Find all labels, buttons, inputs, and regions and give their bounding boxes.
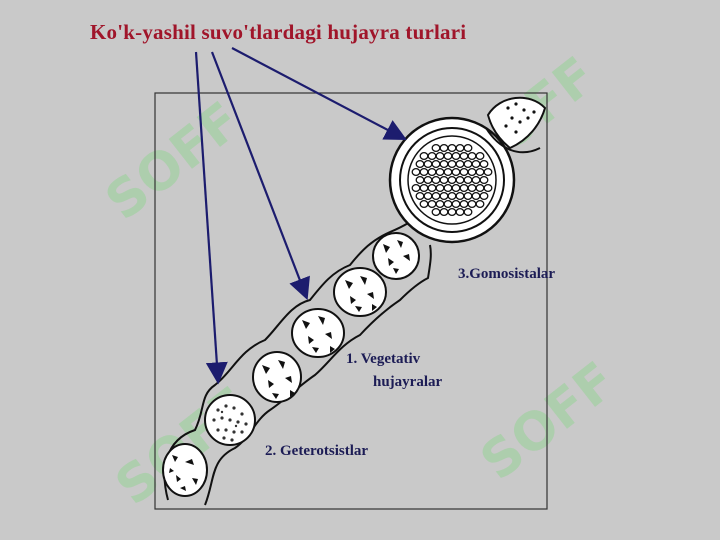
granule <box>471 191 481 201</box>
hormocyst-granules <box>411 143 493 217</box>
granule <box>463 159 473 169</box>
vegetative-cell <box>372 232 420 280</box>
vegetative-cell <box>291 308 345 358</box>
granule <box>467 151 477 161</box>
granule <box>483 183 493 193</box>
granule <box>439 191 449 201</box>
granule <box>443 151 453 161</box>
granule <box>455 159 465 169</box>
granule <box>443 199 453 209</box>
granule <box>435 151 445 161</box>
granule <box>411 167 421 177</box>
granule <box>411 183 421 193</box>
granule <box>447 175 457 185</box>
granule <box>451 167 461 177</box>
granule <box>459 199 469 209</box>
granule <box>451 151 461 161</box>
granule <box>423 175 433 185</box>
granule <box>463 143 473 153</box>
granule <box>467 183 477 193</box>
granule <box>475 199 485 209</box>
slide-title: Ko'k-yashil suvo'tlardagi hujayra turlar… <box>90 20 467 44</box>
arrow-to-vegetative <box>210 51 310 301</box>
granule <box>475 151 485 161</box>
granule <box>435 199 445 209</box>
granule <box>455 143 465 153</box>
vegetative-cell <box>333 267 387 317</box>
granule <box>435 167 445 177</box>
granule <box>463 191 473 201</box>
granule <box>443 183 453 193</box>
granule <box>451 183 461 193</box>
broken-cell <box>485 96 547 154</box>
granule <box>435 183 445 193</box>
granule <box>455 175 465 185</box>
granule <box>419 183 429 193</box>
granule <box>479 191 489 201</box>
granule <box>459 167 469 177</box>
granule <box>455 191 465 201</box>
granule <box>467 167 477 177</box>
granule <box>431 191 441 201</box>
granule <box>479 175 489 185</box>
granule <box>475 167 485 177</box>
granule <box>443 167 453 177</box>
granule <box>483 167 493 177</box>
pointer-arrows <box>194 47 407 385</box>
granule <box>447 159 457 169</box>
granule <box>439 175 449 185</box>
arrow-to-heterocyst <box>194 51 228 385</box>
granule <box>431 175 441 185</box>
granule <box>475 183 485 193</box>
label-hujayralar: hujayralar <box>373 374 443 390</box>
granule <box>419 167 429 177</box>
granule <box>431 159 441 169</box>
granule <box>415 175 425 185</box>
granule <box>463 207 473 217</box>
granule <box>463 175 473 185</box>
vegetative-cells <box>162 232 420 497</box>
granule <box>447 191 457 201</box>
label-gomosistalar: 3.Gomosistalar <box>458 266 556 282</box>
granule <box>439 143 449 153</box>
granule <box>427 199 437 209</box>
granule <box>439 159 449 169</box>
granule <box>423 159 433 169</box>
granule <box>439 207 449 217</box>
granule <box>459 151 469 161</box>
granule <box>431 207 441 217</box>
granule <box>427 183 437 193</box>
granule <box>467 199 477 209</box>
granule <box>447 207 457 217</box>
granule <box>459 183 469 193</box>
arrow-to-hormocyst <box>231 47 407 141</box>
filament <box>163 221 432 506</box>
granule <box>431 143 441 153</box>
granule <box>415 191 425 201</box>
granule <box>479 159 489 169</box>
granule <box>451 199 461 209</box>
diagram-frame <box>154 92 548 510</box>
vegetative-cell <box>252 351 302 403</box>
granule <box>471 175 481 185</box>
granule <box>447 143 457 153</box>
granule <box>419 151 429 161</box>
granule <box>415 159 425 169</box>
granule <box>419 199 429 209</box>
label-vegetativ: 1. Vegetativ <box>346 351 421 367</box>
hormocyst <box>388 116 516 244</box>
heterocyst <box>204 394 256 446</box>
granule <box>455 207 465 217</box>
granule <box>423 191 433 201</box>
label-geterotsistlar: 2. Geterotsistlar <box>265 443 369 459</box>
vegetative-granules <box>169 240 410 491</box>
granule <box>427 167 437 177</box>
granule <box>471 159 481 169</box>
granule <box>427 151 437 161</box>
